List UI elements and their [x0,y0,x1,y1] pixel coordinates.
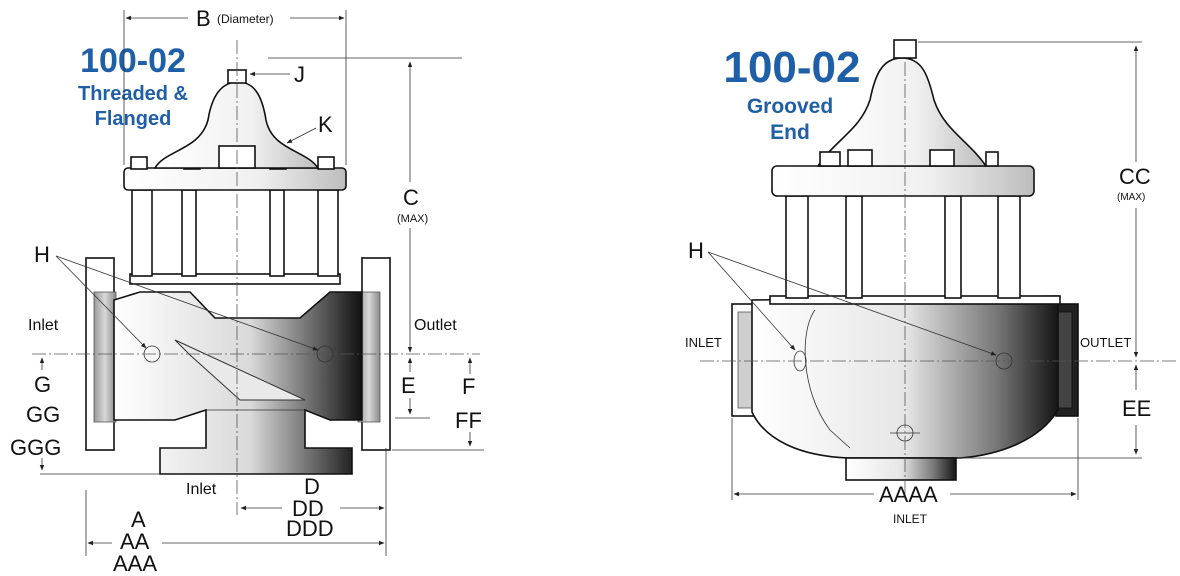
dim-ff-label: FF [455,408,482,433]
right-outlet-side-label: OUTLET [1080,335,1131,350]
left-inlet-side-label: Inlet [28,317,59,334]
dim-f-label: F [462,374,475,399]
right-studs [785,195,1021,299]
left-port-h2 [316,345,334,363]
dim-b-note: (Diameter) [217,12,274,26]
dim-c-label: C [403,185,419,210]
left-studs [131,189,339,277]
dim-g-label: G [34,372,51,397]
right-model-title: 100-02 [723,43,860,92]
left-subtitle-line2: Flanged [95,108,172,130]
left-valve-view: 100-02 Threaded & Flanged [10,6,484,576]
right-subtitle-line1: Grooved [747,95,833,118]
left-body-band [129,273,341,285]
left-inlet-bottom-label: Inlet [186,481,217,498]
left-subtitle-line1: Threaded & [78,83,188,105]
dim-aaaa-label: AAAA [879,482,938,507]
left-body-seat [174,339,306,401]
right-vent-plug [893,39,917,59]
dim-b-label: B [196,6,211,31]
dim-c-note: (MAX) [397,213,428,225]
dim-aaaa-note: INLET [893,512,928,526]
dim-ee-label: EE [1122,396,1151,421]
right-bottom-boss [845,457,957,481]
dim-cc-label: CC [1119,164,1151,189]
dim-a-label: A [131,507,146,532]
left-cover-plate [123,167,347,191]
left-inlet-flange-face [93,291,117,423]
dim-dd-label: DD [292,496,324,521]
dim-cc-note: (MAX) [1117,192,1145,203]
right-valve-view: 100-02 Grooved End [685,39,1178,526]
dim-k-label: K [318,112,333,137]
left-model-title: 100-02 [80,42,186,80]
dim-aaa-label: AAA [113,551,157,576]
dim-ddd-label: DDD [286,516,334,541]
right-dim-h-label: H [688,238,704,263]
dim-j-label: J [294,62,305,87]
dim-ggg-label: GGG [10,435,61,460]
left-dim-h-label: H [34,242,50,267]
dim-e-label: E [401,373,416,398]
right-cover-nuts [819,149,999,167]
right-subtitle-line2: End [770,121,810,144]
right-cover-plate [771,165,1035,197]
left-outlet-side-label: Outlet [414,317,457,334]
dim-d-label: D [304,474,320,499]
right-inlet-side-label: INLET [685,335,722,350]
dim-gg-label: GG [26,402,60,427]
dim-aa-label: AA [120,529,150,554]
